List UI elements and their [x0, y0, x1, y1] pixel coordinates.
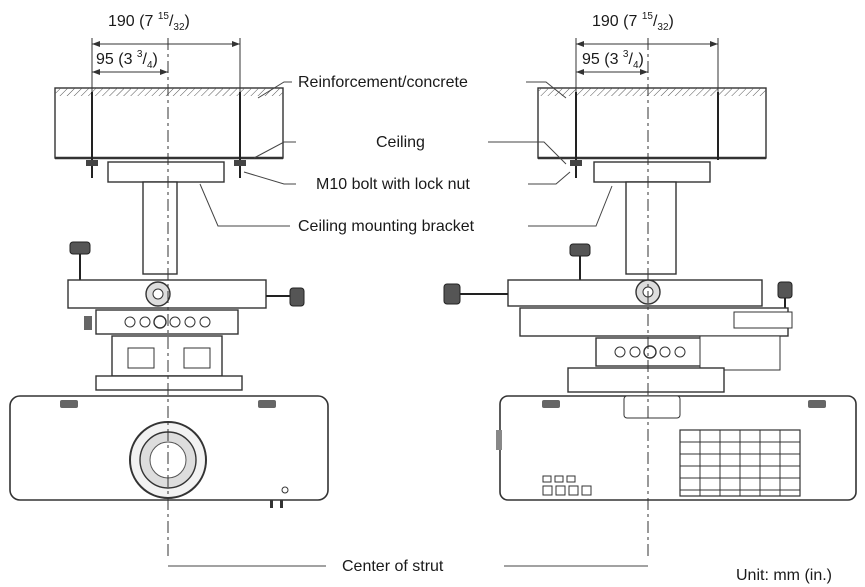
- unit-label: Unit: mm (in.): [736, 567, 832, 584]
- concrete-slab-right: [537, 87, 767, 159]
- bracket-plate-left: [107, 161, 225, 183]
- callout-center-of-strut: Center of strut: [342, 558, 444, 575]
- front-view: [9, 38, 329, 560]
- concrete-hatch-left: [55, 88, 283, 96]
- strut-left: [142, 181, 178, 275]
- callout-ceiling: Ceiling: [376, 134, 425, 151]
- leader-lines: [168, 81, 648, 567]
- concrete-slab-left: [54, 87, 284, 159]
- side-view: [443, 38, 857, 560]
- dim-95-label-right: 95 (3 3/4): [582, 49, 644, 71]
- dim-190-label-right: 190 (7 15/32): [592, 11, 674, 33]
- dim-95-label-left: 95 (3 3/4): [96, 49, 158, 71]
- callout-bracket: Ceiling mounting bracket: [298, 218, 475, 235]
- callout-bolt: M10 bolt with lock nut: [316, 176, 470, 193]
- lower-plate-left: [95, 309, 239, 335]
- dim-190-label-left: 190 (7 15/32): [108, 11, 190, 33]
- callout-reinforcement: Reinforcement/concrete: [298, 74, 468, 91]
